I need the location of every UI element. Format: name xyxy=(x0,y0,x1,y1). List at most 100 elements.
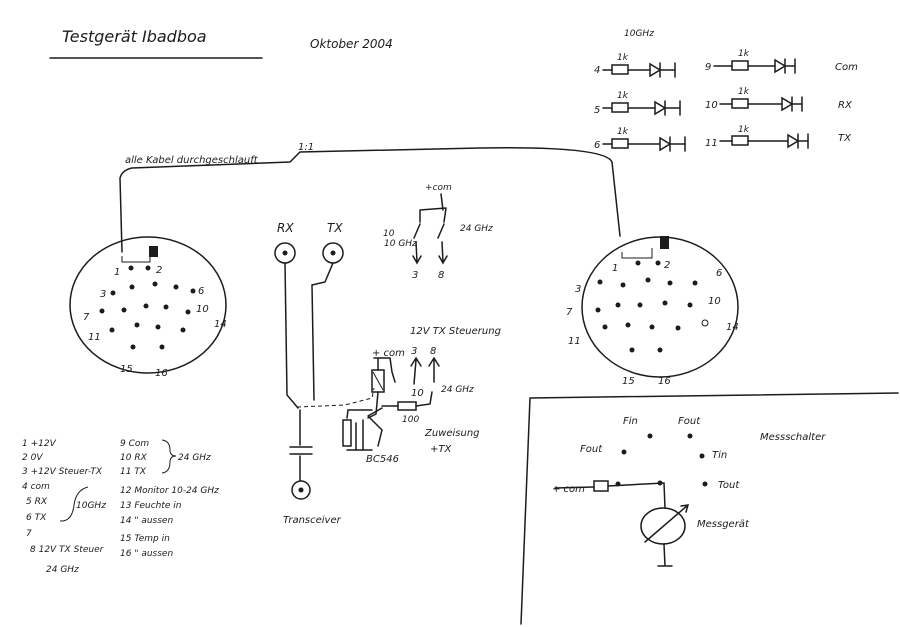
left-connector-key xyxy=(149,246,158,257)
resistor-value: 100 xyxy=(402,415,419,425)
left-pin-3: 3 xyxy=(100,289,106,300)
cable-note: alle Kabel durchgeschlauft xyxy=(125,155,259,166)
right-pin-16: 16 xyxy=(658,376,671,387)
legend-right-9: 9 Com xyxy=(120,439,149,449)
led-resistor-label-r1: 1k xyxy=(738,49,750,59)
meter-symbol xyxy=(640,507,686,545)
right-pin-3: 3 xyxy=(575,284,581,295)
legend-right-15: 15 Temp in xyxy=(120,534,170,544)
led-left-pin-4: 4 xyxy=(594,65,600,76)
switch-out-3: 3 xyxy=(412,270,418,281)
tx-label: TX xyxy=(327,221,343,235)
legend-left-brace-label: 10GHz xyxy=(76,501,106,511)
legend-left-8: 8 12V TX Steuer xyxy=(30,545,105,555)
measure-fout-left: Fout xyxy=(580,444,603,455)
right-pin-1: 1 xyxy=(612,263,618,274)
left-pin-11: 11 xyxy=(88,332,101,343)
header: Testgerät Ibadboa Oktober 2004 xyxy=(49,27,393,59)
legend-left-7: 7 xyxy=(26,529,32,539)
cable-ratio: 1:1 xyxy=(298,142,314,153)
right-pin-14: 14 xyxy=(726,322,739,333)
rx-label: RX xyxy=(277,221,294,235)
right-connector: 1 2 3 6 7 10 11 14 15 16 xyxy=(566,236,739,387)
led-resistor-label-3: 1k xyxy=(617,127,629,137)
measure-tin: Tin xyxy=(712,450,727,461)
cable-loop: alle Kabel durchgeschlauft 1:1 xyxy=(119,142,621,253)
transceiver-label: Transceiver xyxy=(283,515,342,526)
measure-tout: Tout xyxy=(718,480,740,491)
legend-left-1: 1 +12V xyxy=(22,439,57,449)
zuweisung-label: Zuweisung xyxy=(424,428,480,439)
right-pin-15: 15 xyxy=(622,376,635,387)
led-section: 10GHz 4 1k 9 1k Com 5 1k 10 xyxy=(594,29,858,152)
led-resistor-label-2: 1k xyxy=(617,91,629,101)
switch-com-label: +com xyxy=(425,183,452,193)
right-pin-7: 7 xyxy=(566,307,573,318)
led-left-pin-6: 6 xyxy=(594,140,600,151)
rf-section: RX TX Transceiver + com BC546 100 12V TX… xyxy=(274,221,501,526)
left-pin-2: 2 xyxy=(156,265,162,276)
plus-com-label: + com xyxy=(372,348,405,359)
led-row-1: 4 1k 9 1k Com xyxy=(594,49,858,78)
transistor-label: BC546 xyxy=(366,454,399,465)
led-right-pin-11: 11 xyxy=(705,138,718,149)
led-right-label-tx: TX xyxy=(838,133,852,144)
left-pin-1: 1 xyxy=(114,267,120,278)
legend-left-4: 4 com xyxy=(22,482,50,492)
measure-fout: Fout xyxy=(678,416,701,427)
pin8-label: 8 xyxy=(430,346,436,357)
right-pin-10: 10 xyxy=(708,296,721,307)
meter-label: Messgerät xyxy=(697,519,750,530)
led-resistor-label-r2: 1k xyxy=(738,87,750,97)
right-pin-2: 2 xyxy=(664,260,670,271)
legend-right-16: 16 " aussen xyxy=(120,549,173,559)
led-right-label-rx: RX xyxy=(838,100,853,111)
legend-left-3: 3 +12V Steuer-TX xyxy=(22,467,103,477)
led-left-pin-5: 5 xyxy=(594,105,600,116)
right-pin-6: 6 xyxy=(716,268,722,279)
left-pin-16: 16 xyxy=(155,368,168,379)
transceiver-jack xyxy=(291,480,311,500)
page-title: Testgerät Ibadboa xyxy=(62,27,207,46)
left-pin-15: 15 xyxy=(120,364,133,375)
legend-right-13: 13 Feuchte in xyxy=(120,501,182,511)
legend-left-2: 2 0V xyxy=(22,453,43,463)
measure-resistor xyxy=(593,480,609,492)
left-pin-7: 7 xyxy=(83,312,90,323)
legend-right-14: 14 " aussen xyxy=(120,516,173,526)
switch-24ghz-label: 24 GHz xyxy=(460,224,493,234)
legend-left-6: 6 TX xyxy=(26,513,47,523)
legend-right-brace-label: 24 GHz xyxy=(178,453,211,463)
left-connector: 1 2 3 6 7 10 11 14 15 16 xyxy=(69,236,227,379)
pin10-label: 10 xyxy=(411,388,424,399)
led-band-label: 10GHz xyxy=(624,29,654,39)
transistor-resistor xyxy=(342,419,352,447)
rf-band-label: 24 GHz xyxy=(441,385,474,395)
led-row-2: 5 1k 10 1k RX xyxy=(594,87,853,116)
measure-title: Messschalter xyxy=(760,432,826,443)
pin3-label: 3 xyxy=(411,346,417,357)
date-label: Oktober 2004 xyxy=(310,37,393,51)
measure-box: Messschalter Fin Fout Fout Tin Tout + co… xyxy=(520,392,899,625)
left-pin-14: 14 xyxy=(214,319,227,330)
pin-legend: 1 +12V 2 0V 3 +12V Steuer-TX 4 com 5 RX … xyxy=(22,439,219,575)
band-switch: +com 10 10 GHz 24 GHz 3 8 xyxy=(383,183,493,281)
plus-tx-label: +TX xyxy=(430,444,452,455)
led-right-pin-9: 9 xyxy=(705,62,711,73)
measure-fin: Fin xyxy=(623,416,638,427)
legend-right-10: 10 RX xyxy=(120,453,148,463)
legend-right-11: 11 TX xyxy=(120,467,147,477)
measure-com-label: + com xyxy=(552,484,585,495)
switch-out-8: 8 xyxy=(438,270,444,281)
led-resistor-label-r3: 1k xyxy=(738,125,750,135)
switch-10ghz-label: 10 GHz xyxy=(384,239,417,249)
right-pin-11: 11 xyxy=(568,336,581,347)
legend-left-5: 5 RX xyxy=(26,497,48,507)
left-pin-10: 10 xyxy=(196,304,209,315)
steuerung-label: 12V TX Steuerung xyxy=(410,326,501,337)
right-connector-key xyxy=(660,236,669,249)
legend-left-9: 24 GHz xyxy=(46,565,79,575)
led-right-pin-10: 10 xyxy=(705,100,718,111)
switch-10ghz-top: 10 xyxy=(383,229,395,239)
